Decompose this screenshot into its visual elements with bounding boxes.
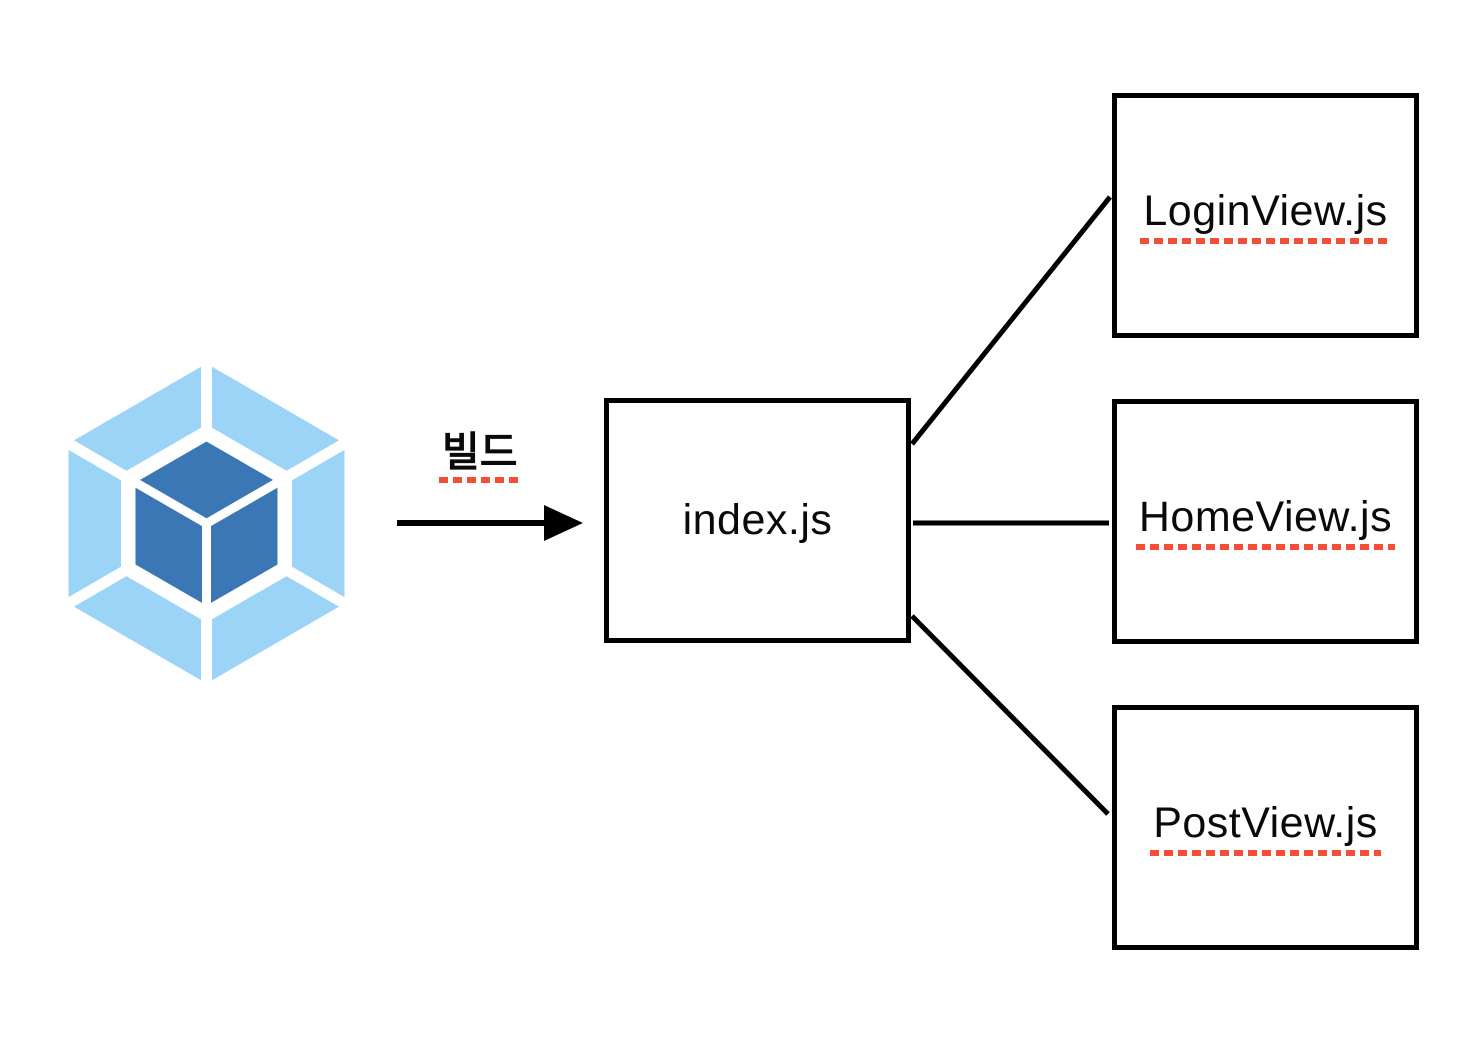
connector-line-postview xyxy=(910,614,1110,816)
node-postview-js: PostView.js xyxy=(1112,705,1419,950)
build-label-text: 빌드 xyxy=(439,429,521,483)
node-label-loginview-js: LoginView.js xyxy=(1140,187,1391,244)
webpack-shell-gaps xyxy=(60,358,353,689)
connector-line-loginview xyxy=(910,195,1112,446)
build-arrow xyxy=(397,505,583,541)
build-label: 빌드 xyxy=(439,429,521,483)
node-label-homeview-js: HomeView.js xyxy=(1135,493,1396,550)
webpack-cube-edges xyxy=(133,478,280,606)
node-homeview-js: HomeView.js xyxy=(1112,399,1419,644)
node-loginview-js: LoginView.js xyxy=(1112,93,1419,338)
webpack-shell xyxy=(68,363,345,684)
webpack-logo-icon xyxy=(60,358,353,689)
node-index-js: index.js xyxy=(604,398,911,643)
node-label-postview-js: PostView.js xyxy=(1150,799,1381,856)
node-label-index-js: index.js xyxy=(682,496,833,544)
